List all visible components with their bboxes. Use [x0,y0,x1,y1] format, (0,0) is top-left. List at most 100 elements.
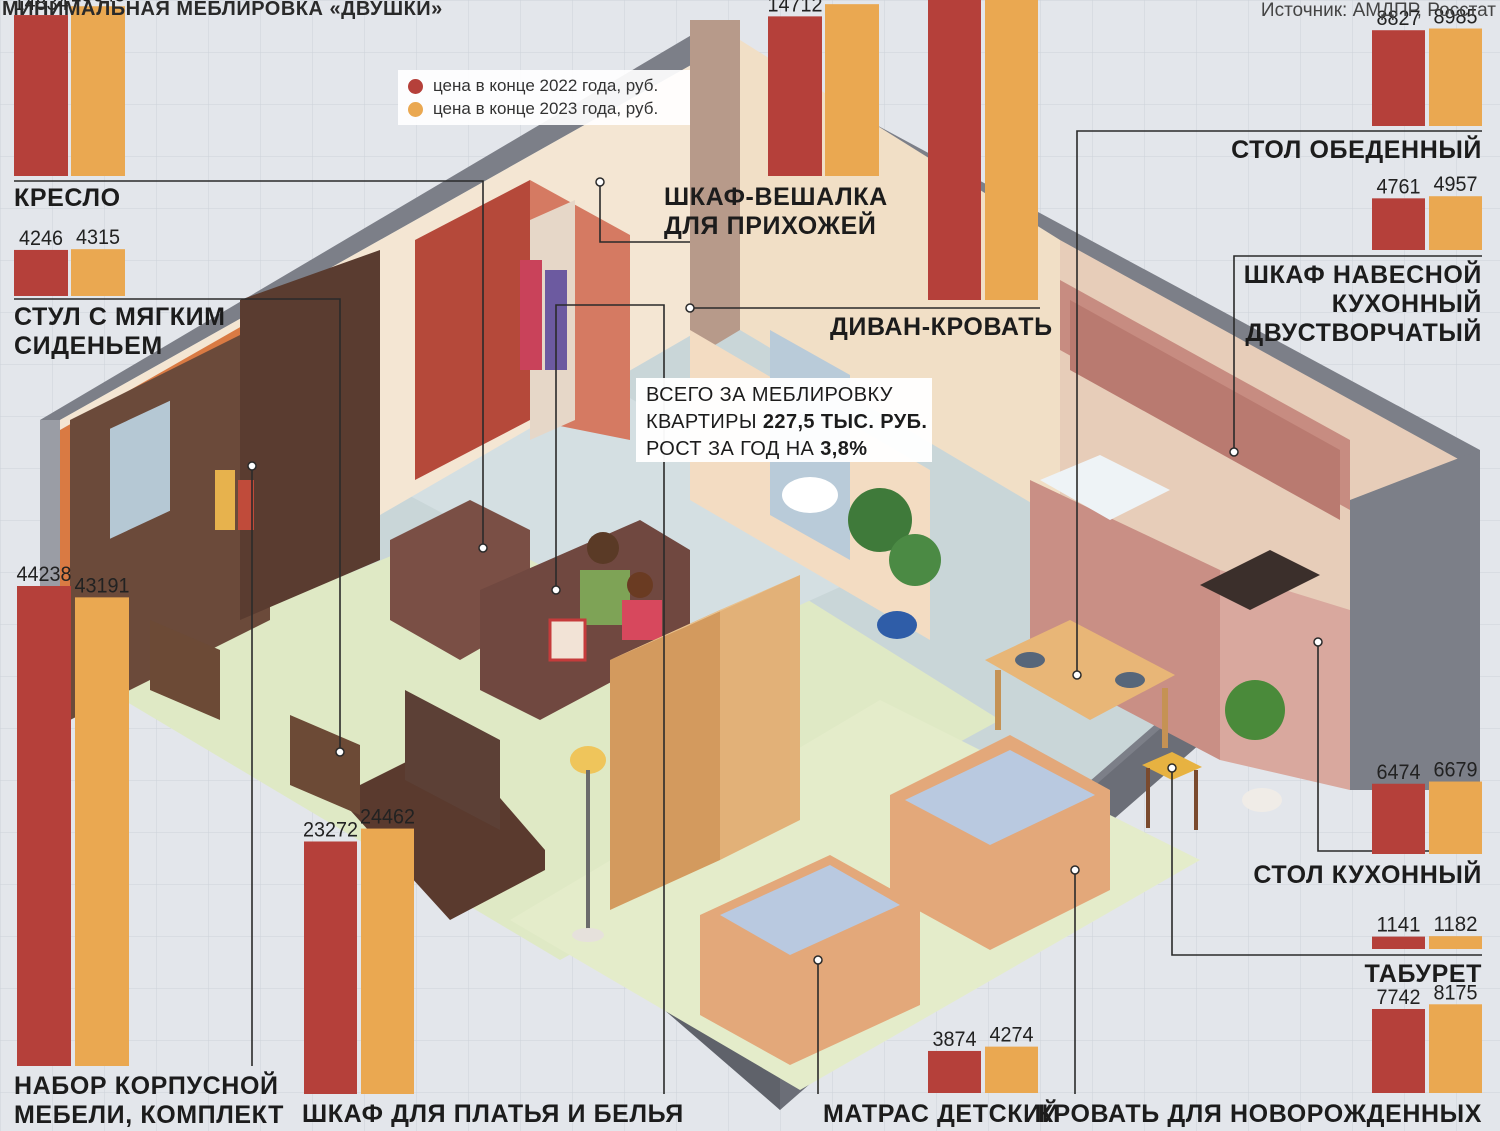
value-label-kreslo-2022: 14834 [14,0,69,15]
legend-swatch-2023 [408,101,423,117]
bar-stul-2023 [71,249,125,296]
page-title: МИНИМАЛЬНАЯ МЕБЛИРОВКА «ДВУШКИ» [2,0,443,20]
value-label-kreslo-2023: 15645 [71,0,126,6]
total-line-3: РОСТ ЗА ГОД НА 3,8% [646,436,932,463]
bar-group-divan: 3209434396 [928,0,1038,300]
bar-nabor-2022 [17,586,71,1066]
value-label-stul-2023: 4315 [76,226,120,249]
value-label-stol_kuh-2023: 6679 [1434,759,1478,782]
legend-swatch-2022 [408,78,423,94]
callout-line [1233,255,1482,452]
callout-line [599,182,690,243]
bar-shkaf_nav-2023 [1429,196,1482,250]
label-shkaf-vesh: ШКАФ-ВЕШАЛКА ДЛЯ ПРИХОЖЕЙ [664,183,888,240]
total-summary: ВСЕГО ЗА МЕБЛИРОВКУ КВАРТИРЫ 227,5 ТЫС. … [636,378,932,462]
value-label-shkaf_vesh-2023: 15837 [825,0,880,4]
value-label-shkaf_nav-2022: 4761 [1377,175,1421,198]
label-stol-obed: СТОЛ ОБЕДЕННЫЙ [1231,136,1482,164]
total-line-1: ВСЕГО ЗА МЕБЛИРОВКУ [646,384,893,406]
bar-divan-2022 [928,0,981,300]
total-line-3-text: РОСТ ЗА ГОД НА [646,438,821,460]
label-shkaf-nav: ШКАФ НАВЕСНОЙ КУХОННЫЙ ДВУСТВОРЧАТЫЙ [1243,261,1482,347]
callout-line [555,304,665,1094]
bar-nabor-2023 [75,597,129,1066]
bar-group-matras: 3874 4274 [928,1024,1038,1093]
legend-item-2022: цена в конце 2022 года, руб. [408,76,658,96]
value-label-shkaf_plat-2023: 24462 [360,806,415,829]
bar-stol_kuh-2022 [1372,783,1425,854]
value-label-shkaf_nav-2023: 4957 [1434,173,1478,196]
value-label-stol_kuh-2022: 6474 [1377,761,1421,784]
bar-matras-2022 [928,1050,981,1093]
bar-kreslo-2022 [14,15,68,176]
label-taburet: ТАБУРЕТ [1364,960,1482,988]
callout-dot [685,303,695,313]
label-krovat: КРОВАТЬ ДЛЯ НОВОРОЖДЕННЫХ [1037,1100,1482,1128]
callout-dot [247,461,257,471]
bar-group-shkaf_vesh: 1471215837 [768,0,880,177]
callout-dot [1229,447,1239,457]
callout-dot [1070,865,1080,875]
value-label-matras-2022: 3874 [933,1028,977,1051]
label-divan: ДИВАН-КРОВАТЬ [830,313,1053,341]
bar-krovat-2023 [1429,1004,1482,1093]
bar-stol_obed-2023 [1429,28,1482,126]
legend-label-2023: цена в конце 2023 года, руб. [433,99,659,118]
label-kreslo: КРЕСЛО [14,184,121,212]
bar-group-shkaf_nav: 4761 4957 [1372,173,1482,250]
total-line-2-text: КВАРТИРЫ [646,411,763,433]
callout-dot [1167,763,1177,773]
bar-shkaf_plat-2023 [361,828,414,1094]
bar-shkaf_nav-2022 [1372,198,1425,250]
callout-line [1171,768,1482,956]
total-amount: 227,5 ТЫС. РУБ. [762,411,928,433]
value-label-krovat-2022: 7742 [1377,986,1421,1009]
value-label-stol_obed-2023: 8985 [1434,6,1478,29]
callout-dot [1313,637,1323,647]
bar-shkaf_vesh-2023 [825,4,879,176]
value-label-shkaf_vesh-2022: 14712 [768,0,823,16]
bar-group-stol_kuh: 6474 6679 [1372,759,1482,854]
bar-kreslo-2023 [71,6,125,177]
value-label-taburet-2023: 1182 [1434,913,1478,936]
bar-taburet-2022 [1372,936,1425,949]
callout-dot [478,543,488,553]
legend-label-2022: цена в конце 2022 года, руб. [433,76,659,95]
label-stol-kuh: СТОЛ КУХОННЫЙ [1253,861,1482,889]
bar-shkaf_vesh-2022 [768,16,822,177]
bar-matras-2023 [985,1046,1038,1093]
legend: цена в конце 2022 года, руб. цена в конц… [398,70,690,125]
callout-line [14,298,341,752]
label-stul: СТУЛ С МЯГКИМ СИДЕНЬЕМ [14,303,226,360]
label-matras: МАТРАС ДЕТСКИЙ [823,1100,1061,1128]
bar-taburet-2023 [1429,936,1482,949]
callout-dot [335,747,345,757]
label-shkaf-plat: ШКАФ ДЛЯ ПЛАТЬЯ И БЕЛЬЯ [302,1100,684,1128]
total-line-2: КВАРТИРЫ 227,5 ТЫС. РУБ. [646,409,932,436]
value-label-matras-2023: 4274 [990,1024,1034,1047]
bar-group-kreslo: 1483415645 [14,0,126,177]
bar-divan-2023 [985,0,1038,300]
callout-dot [813,955,823,965]
bar-group-stol_obed: 8827 8985 [1372,6,1482,126]
bar-krovat-2022 [1372,1008,1425,1093]
callout-dot [551,585,561,595]
callout-dot [1072,670,1082,680]
bar-group-stul: 4246 4315 [14,226,125,296]
label-nabor: НАБОР КОРПУСНОЙ МЕБЕЛИ, КОМПЛЕКТ [14,1072,285,1129]
bar-stol_obed-2022 [1372,30,1425,126]
total-growth: 3,8% [820,438,868,460]
value-label-stul-2022: 4246 [19,227,63,250]
bar-stul-2022 [14,249,68,296]
legend-item-2023: цена в конце 2023 года, руб. [408,99,658,119]
value-label-stol_obed-2022: 8827 [1377,7,1421,30]
value-label-nabor-2023: 43191 [75,574,130,597]
bar-stol_kuh-2023 [1429,781,1482,854]
callout-dot [595,177,605,187]
